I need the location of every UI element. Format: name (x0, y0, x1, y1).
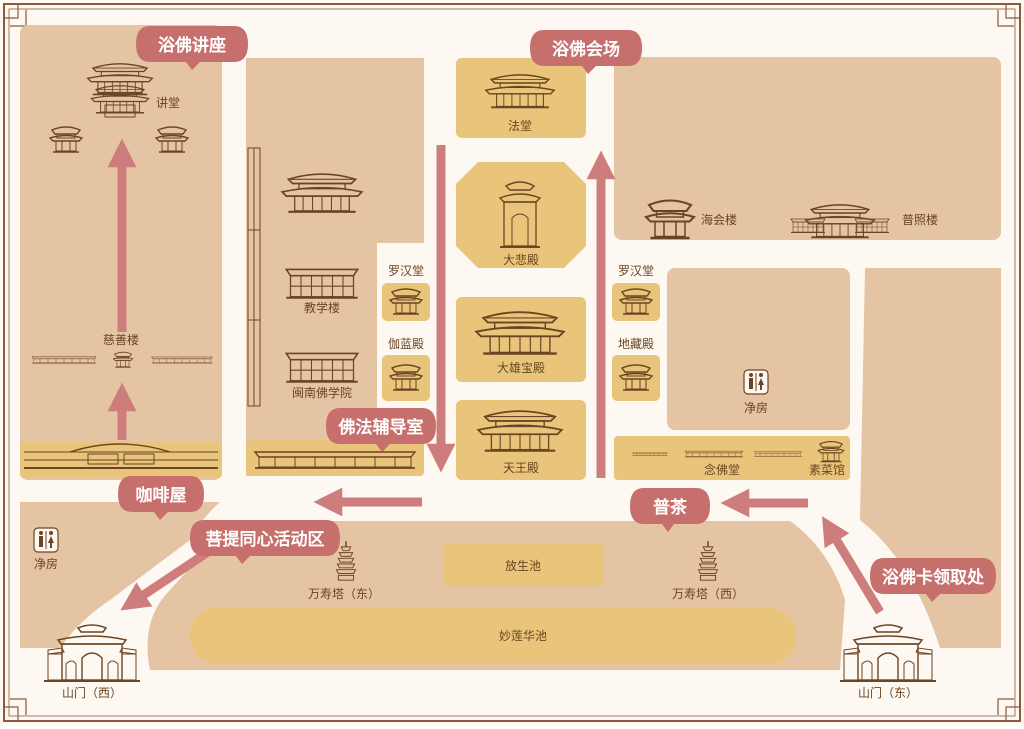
label-haihui: 海会楼 (701, 212, 737, 227)
dabei-drawing (498, 181, 542, 248)
callout-cafe[interactable]: 咖啡屋 (118, 476, 204, 520)
block-arhat-west (382, 283, 430, 321)
block-far-east (860, 268, 1001, 648)
block-southwest (20, 502, 220, 648)
label-tianwang: 天王殿 (503, 461, 539, 475)
label-gate-east: 山门（东） (858, 685, 918, 700)
block-nianfo (614, 436, 850, 480)
label-nianfo: 念佛堂 (704, 462, 740, 477)
label-dizang: 地藏殿 (618, 337, 654, 351)
frame-corner-br (997, 698, 1020, 721)
callout-dharma-guide[interactable]: 佛法辅导室 (326, 408, 436, 452)
label-toilet-west: 净房 (34, 556, 58, 571)
block-dabei (456, 162, 586, 268)
callout-tea[interactable]: 普茶 (630, 488, 710, 532)
label-minnan: 闽南佛学院 (292, 385, 352, 400)
cafe-wall-drawing (24, 443, 218, 469)
callout-card[interactable]: 浴佛卡领取处 (870, 558, 996, 602)
label-qielan: 伽蓝殿 (388, 336, 424, 351)
block-east-center (667, 268, 850, 430)
callout-lecture-text: 浴佛讲座 (158, 35, 226, 56)
toilet-east-icon (743, 369, 769, 395)
label-gate-west: 山门（西） (62, 685, 122, 700)
label-dabei: 大悲殿 (503, 252, 539, 267)
callout-assembly[interactable]: 浴佛会场 (530, 30, 642, 74)
block-northeast (614, 57, 1001, 240)
callout-card-text: 浴佛卡领取处 (882, 567, 985, 588)
frame-corner-bl (4, 698, 27, 721)
label-teaching: 教学楼 (304, 300, 340, 315)
route-arrows (107, 138, 884, 615)
label-puzhao: 普照楼 (902, 212, 938, 227)
callout-cafe-text: 咖啡屋 (136, 485, 187, 506)
block-dharma-hall (456, 58, 586, 138)
callout-lecture[interactable]: 浴佛讲座 (136, 26, 248, 70)
block-qielan (382, 355, 430, 401)
route-arrow-card-up (822, 516, 884, 615)
label-fangsheng: 放生池 (505, 558, 541, 573)
lecture-hall-drawing (49, 62, 189, 153)
callout-assembly-text: 浴佛会场 (552, 39, 620, 60)
label-lotus: 妙莲华池 (499, 629, 547, 643)
frame-corner-tr (997, 4, 1020, 27)
callout-tea-text: 普茶 (653, 497, 688, 518)
label-sucai: 素菜馆 (809, 462, 845, 477)
route-arrow-to-west-gate (120, 544, 217, 611)
block-dizang (612, 355, 660, 401)
block-fangsheng-pond (443, 544, 603, 586)
label-pagoda-west: 万寿塔（西） (672, 587, 744, 601)
block-lotus-pond (190, 608, 796, 664)
label-lecture-hall: 讲堂 (156, 95, 180, 110)
map-frame-inner (8, 8, 1016, 717)
callout-activity-text: 菩提同心活动区 (206, 529, 325, 550)
callout-dharma-guide-text: 佛法辅导室 (338, 417, 424, 438)
block-arhat-east (612, 283, 660, 321)
map-frame (3, 3, 1021, 722)
callout-activity[interactable]: 菩提同心活动区 (190, 520, 340, 564)
label-dharma-hall: 法堂 (508, 119, 532, 133)
academy-wall-drawing (247, 147, 261, 407)
label-toilet-east: 净房 (744, 400, 768, 415)
toilet-west-icon (33, 527, 59, 553)
label-arhat-west: 罗汉堂 (388, 264, 424, 278)
label-arhat-east: 罗汉堂 (618, 264, 654, 278)
label-pagoda-east: 万寿塔（东） (308, 587, 380, 601)
label-cishan: 慈善楼 (103, 332, 139, 347)
place-labels: 讲堂 慈善楼 教学楼 闽南佛学院 法堂 大悲殿 大雄宝殿 天王殿 罗汉堂 伽蓝殿… (34, 95, 938, 700)
label-daxiong: 大雄宝殿 (497, 360, 545, 375)
